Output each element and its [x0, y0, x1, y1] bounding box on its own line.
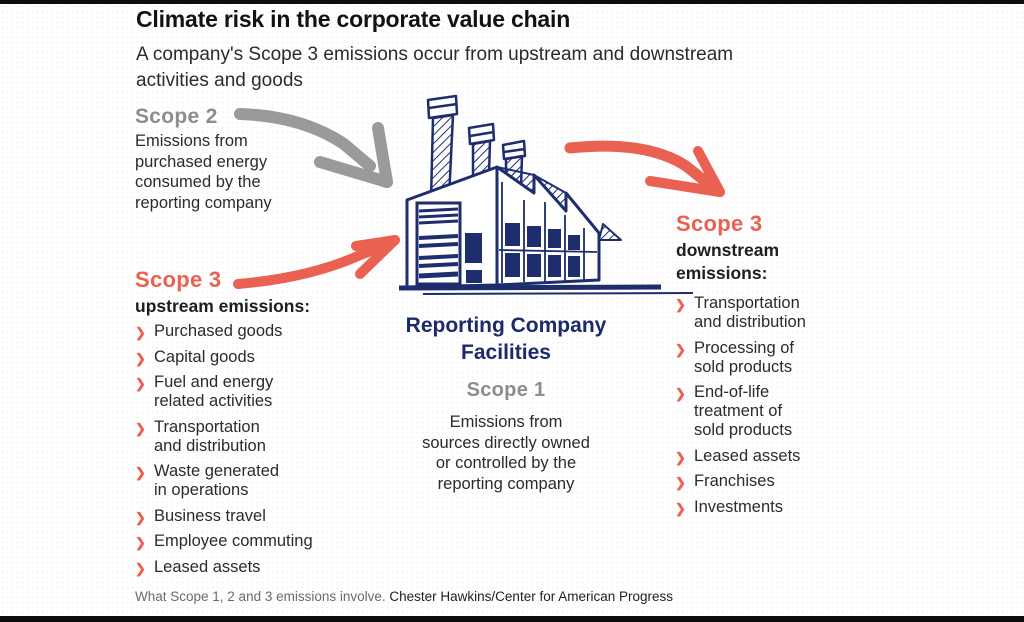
list-item-label: Business travel [154, 506, 266, 525]
scope1-heading: Scope 1 [466, 379, 546, 401]
list-item: ❯ Purchased goods [135, 322, 320, 341]
list-item-label: Franchises [694, 472, 775, 490]
list-item: ❯ Employee commuting [135, 532, 320, 551]
list-item: ❯ Transportation and distribution [135, 418, 320, 456]
list-item: ❯ Leased assets [675, 447, 850, 466]
chevron-bullet-icon: ❯ [675, 297, 686, 312]
scope3-upstream-heading: Scope 3 [135, 267, 222, 292]
scope3-downstream-list: ❯ Transportation and distribution ❯ Proces… [675, 294, 850, 523]
list-item-label: Leased assets [154, 557, 261, 576]
caption-text: What Scope 1, 2 and 3 emissions involve. [135, 589, 390, 604]
list-item: ❯ Waste generated in operations [135, 462, 320, 500]
scope2-arrow-icon [232, 100, 402, 200]
credit-text: Chester Hawkins/Center for American Prog… [389, 589, 673, 604]
chevron-bullet-icon: ❯ [675, 449, 686, 465]
footer-caption: What Scope 1, 2 and 3 emissions involve.… [135, 589, 673, 604]
list-item-label: Purchased goods [154, 322, 283, 340]
list-item: ❯ Transportation and distribution [675, 294, 850, 332]
scope2-description: Emissions from purchased energy consumed… [135, 132, 272, 212]
scope3-upstream-list: ❯ Purchased goods ❯ Capital goods ❯ Fuel an… [135, 322, 320, 583]
list-item-label: Transportation and distribution [694, 294, 806, 331]
list-item-label: Fuel and energy related activities [154, 373, 274, 410]
small-window [466, 270, 482, 283]
chevron-bullet-icon: ❯ [675, 500, 686, 516]
chevron-bullet-icon: ❯ [135, 420, 146, 436]
list-item-label: End-of-life treatment of sold products [694, 383, 793, 439]
top-letterbox-bar [0, 0, 1024, 4]
scope2-heading: Scope 2 [135, 105, 218, 128]
factory-illustration-icon [393, 90, 703, 300]
chevron-bullet-icon: ❯ [675, 475, 686, 490]
page-subtitle: A company's Scope 3 emissions occur from… [136, 44, 734, 91]
list-item-label: Processing of sold products [694, 338, 794, 376]
scope3-downstream-arrow-icon [556, 136, 736, 208]
chevron-bullet-icon: ❯ [675, 386, 686, 401]
chevron-bullet-icon: ❯ [135, 560, 146, 576]
scope3-upstream-subheading: upstream emissions: [135, 296, 311, 316]
small-window [465, 233, 482, 263]
list-item-label: Transportation and distribution [154, 417, 266, 455]
chevron-bullet-icon: ❯ [135, 465, 146, 480]
chevron-bullet-icon: ❯ [135, 535, 146, 550]
windows [505, 223, 580, 277]
chevron-bullet-icon: ❯ [135, 509, 146, 525]
chevron-bullet-icon: ❯ [135, 350, 146, 366]
scope1-description: Emissions from sources directly owned or… [422, 413, 590, 493]
list-item: ❯ Fuel and energy related activities [135, 373, 320, 411]
chevron-bullet-icon: ❯ [135, 376, 146, 391]
list-item: ❯ Capital goods [135, 348, 320, 367]
scope3-downstream-heading: Scope 3 [676, 211, 763, 236]
list-item: ❯ Leased assets [135, 558, 320, 577]
list-item: ❯ Processing of sold products [675, 339, 850, 377]
list-item-label: Capital goods [154, 347, 255, 366]
chevron-bullet-icon: ❯ [135, 325, 146, 340]
list-item: ❯ Investments [675, 498, 850, 517]
page-title: Climate risk in the corporate value chai… [136, 6, 571, 32]
facility-label: Reporting Company Facilities [405, 314, 607, 364]
list-item-label: Investments [694, 497, 783, 516]
bottom-letterbox-bar [0, 616, 1024, 622]
chevron-bullet-icon: ❯ [675, 341, 686, 357]
list-item-label: Leased assets [694, 446, 801, 465]
list-item-label: Employee commuting [154, 532, 313, 550]
list-item: ❯ Business travel [135, 507, 320, 526]
garage-door [415, 201, 462, 286]
scope3-upstream-arrow-icon [228, 226, 408, 296]
window-frames [498, 182, 598, 283]
list-item-label: Waste generated in operations [154, 462, 280, 499]
list-item: ❯ Franchises [675, 472, 850, 491]
list-item: ❯ End-of-life treatment of sold products [675, 383, 850, 440]
ground-line [398, 284, 694, 295]
scope3-downstream-subheading: downstream emissions: [676, 240, 780, 283]
